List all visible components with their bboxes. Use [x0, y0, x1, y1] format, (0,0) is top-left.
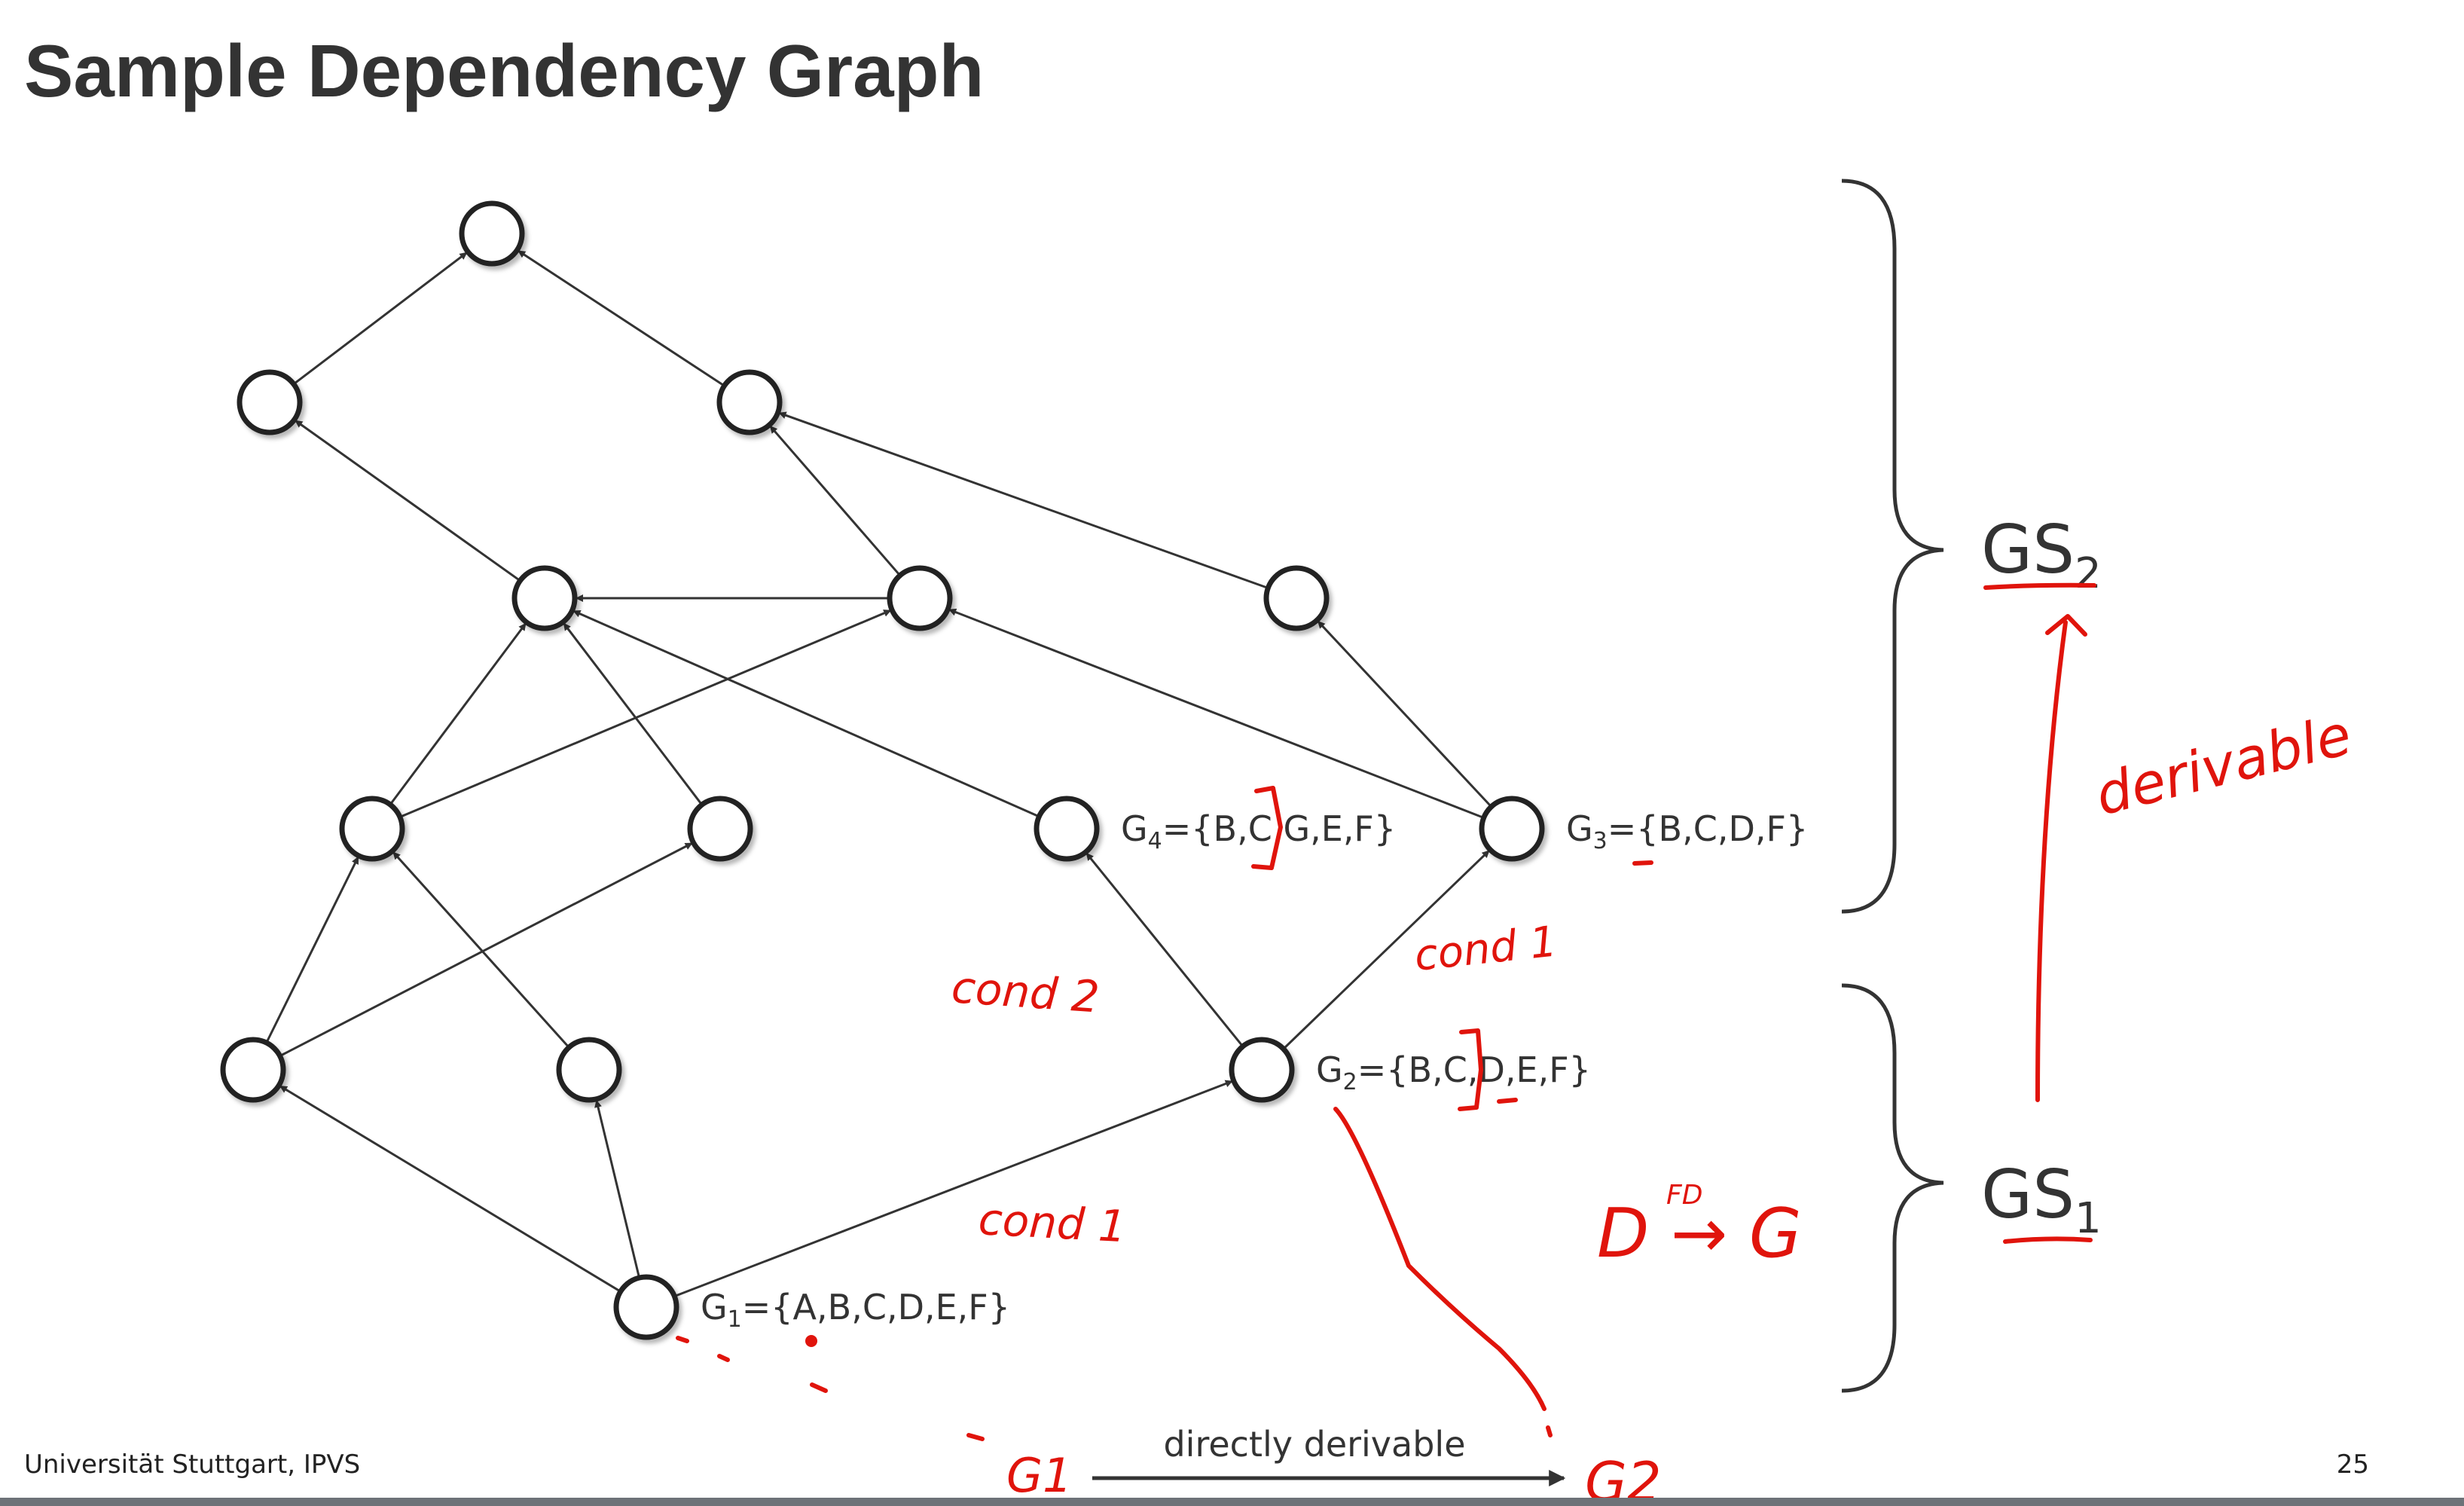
cond1-upper-note: cond 1	[1412, 917, 1559, 980]
edge-l4a-to-l3b	[399, 609, 892, 818]
edge-l5a-to-l4a	[265, 856, 359, 1043]
page-number: 25	[2336, 1449, 2369, 1480]
directly-derivable-caption: directly derivable	[1163, 1424, 1465, 1465]
g4-set-bracket	[1251, 786, 1283, 870]
graph-node-l2b	[716, 369, 783, 435]
gs1-underline	[2003, 1236, 2093, 1244]
graph-node-l4b	[687, 796, 753, 862]
edge-l2b-to-top	[518, 249, 725, 387]
edge-l4b-to-l3a	[563, 622, 703, 806]
g2-short-note: G2	[1585, 1450, 1662, 1506]
g1-dotted-trail-1	[676, 1336, 689, 1343]
page-title: Sample Dependency Graph	[24, 29, 985, 112]
fd-note: D → G	[1597, 1194, 1802, 1273]
g1-dot	[805, 1335, 817, 1347]
edge-g4-to-l3a	[572, 609, 1040, 818]
graph-node-g3	[1479, 796, 1545, 862]
graph-node-l3a	[511, 565, 578, 631]
graph-node-l3b	[887, 565, 953, 631]
edge-l2a-to-top	[292, 252, 468, 386]
graph-node-l2a	[237, 369, 303, 435]
g1-dotted-trail-3	[810, 1382, 828, 1393]
edge-g2-to-g4	[1085, 852, 1244, 1047]
g2-set-bracket	[1458, 1028, 1483, 1111]
group-brace-gs1	[1841, 983, 1944, 1393]
derivable-arrow	[2035, 620, 2068, 1102]
g1-short-note: G1	[1006, 1448, 1073, 1503]
footer-institution: Universität Stuttgart, IPVS	[24, 1449, 361, 1480]
edge-g1-to-g2	[673, 1080, 1233, 1298]
fd-label-note: FD	[1666, 1180, 1702, 1211]
group-brace-gs2	[1841, 179, 1944, 914]
node-label-g3: G3={B,C,D,F}	[1566, 808, 1808, 854]
edge-l3a-to-l2a	[295, 420, 521, 582]
derivable-note: derivable	[2090, 702, 2358, 828]
edges-layer	[265, 249, 1492, 1298]
g2-derivation-dash	[1546, 1425, 1553, 1437]
nodes-layer	[220, 200, 1545, 1340]
group-label-gs1: GS1	[1981, 1156, 2102, 1243]
handwritten-annotations	[676, 582, 2096, 1441]
node-label-g4: G4={B,C,G,E,F}	[1121, 808, 1396, 854]
labels-layer: G4={B,C,G,E,F} G3={B,C,D,F} G2={B,C,D,E,F}…	[701, 808, 1808, 1333]
edge-l5a-to-l4b	[279, 842, 693, 1057]
edge-l5b-to-l4a	[392, 851, 570, 1049]
edge-g3-to-l3c	[1317, 620, 1492, 808]
footer-rule	[0, 1498, 2464, 1506]
gs2-underline	[1983, 582, 2096, 590]
graph-node-l3c	[1263, 565, 1330, 631]
edge-g1-to-l5b	[594, 1099, 641, 1278]
graph-node-l5a	[220, 1037, 286, 1103]
graph-node-l5b	[556, 1037, 622, 1103]
edge-l3c-to-l2b	[778, 411, 1269, 589]
cond2-note: cond 2	[950, 961, 1101, 1023]
edge-l4a-to-l3a	[389, 622, 527, 805]
g2-set-tick	[1497, 1098, 1518, 1104]
edge-l3b-to-l2b	[769, 425, 901, 576]
edge-g1-to-l5a	[279, 1085, 621, 1293]
node-label-g1: G1={A,B,C,D,E,F}	[701, 1287, 1010, 1333]
g2-derivation-curve	[1333, 1107, 1546, 1411]
g1-dotted-trail-2	[717, 1354, 730, 1362]
g1-dotted-trail-4	[966, 1433, 985, 1441]
node-label-g2: G2={B,C,D,E,F}	[1316, 1049, 1591, 1095]
group-label-gs2: GS2	[1981, 511, 2102, 598]
edge-g3-to-l3b	[948, 608, 1485, 819]
graph-node-g1	[613, 1274, 679, 1340]
cond1-lower-note: cond 1	[977, 1193, 1128, 1252]
edge-g2-to-g3	[1282, 850, 1490, 1050]
graph-node-g2	[1229, 1037, 1295, 1103]
derivable-arrowhead	[2045, 614, 2087, 637]
graph-node-top	[459, 200, 525, 267]
graph-node-g4	[1034, 796, 1100, 862]
graph-node-l4a	[339, 796, 405, 862]
